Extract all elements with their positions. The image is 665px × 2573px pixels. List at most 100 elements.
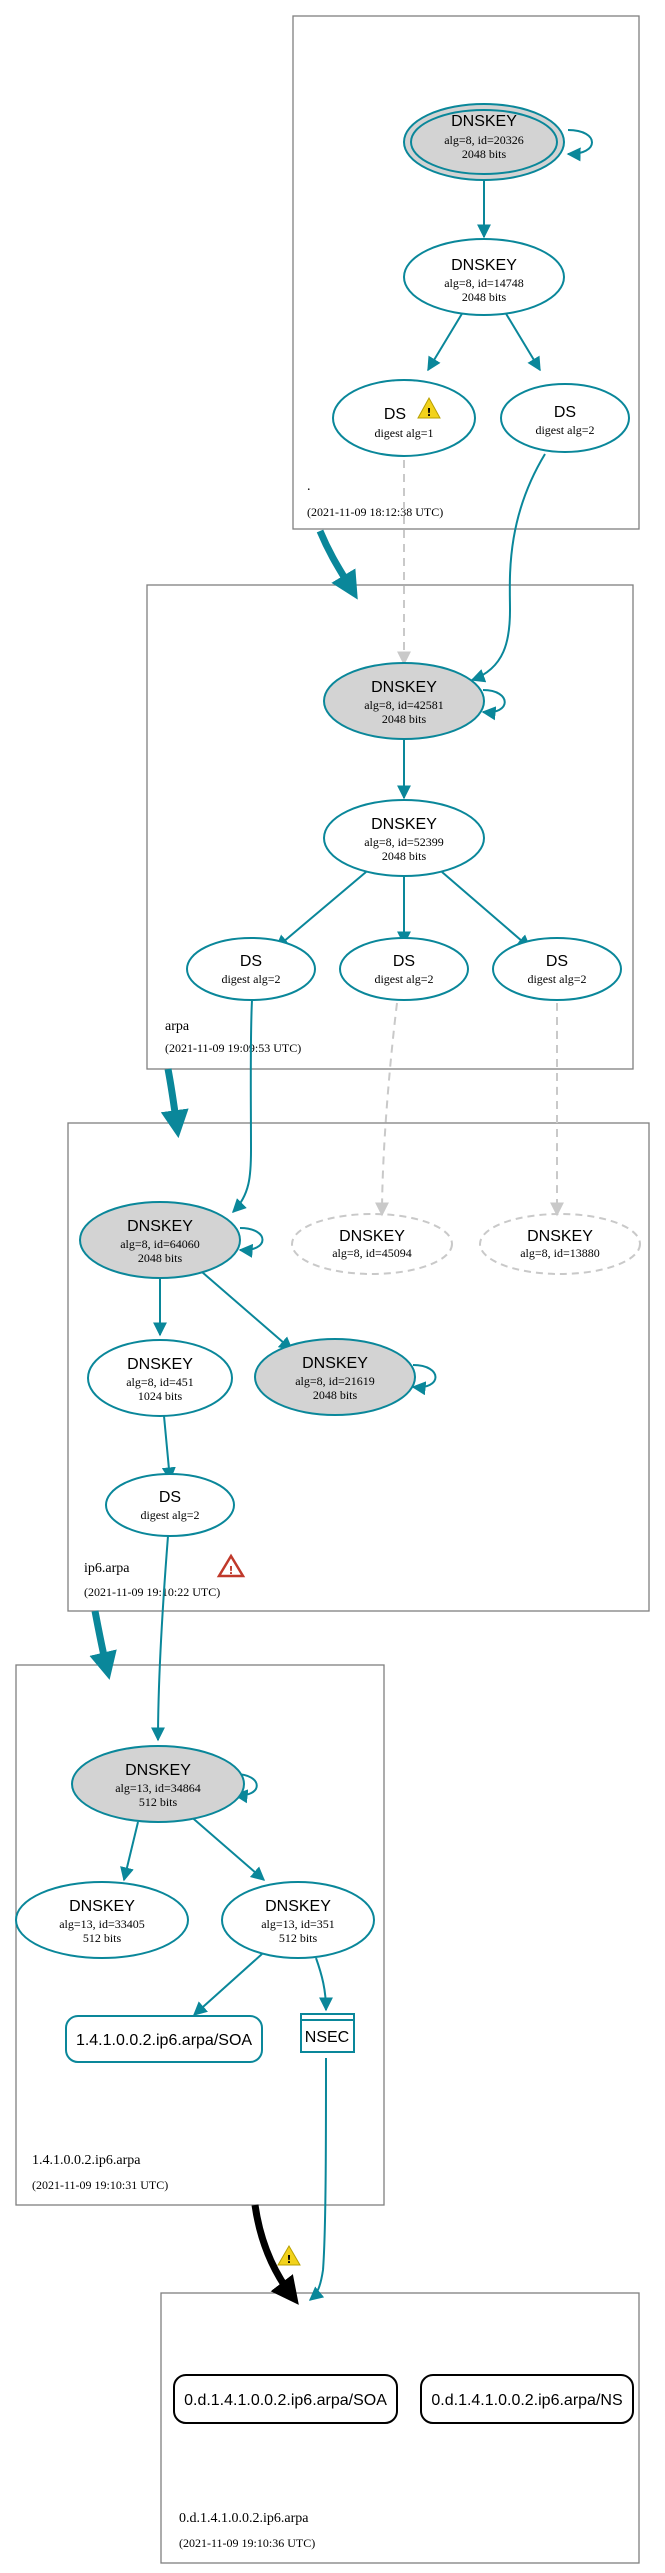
- node-ip6-ksk[interactable]: DNSKEY alg=8, id=64060 2048 bits: [79, 1201, 241, 1279]
- node-root-ds-2-alg: digest alg=2: [535, 423, 594, 437]
- node-root-ksk-bits: 2048 bits: [462, 147, 507, 161]
- edge-z4-nsec-z5: [308, 2057, 327, 2301]
- node-arpa-ds-1-alg: digest alg=2: [221, 972, 280, 986]
- node-root-zsk-bits: 2048 bits: [462, 290, 507, 304]
- zone-timestamp-0-d-1-4-1-0-0-2: (2021-11-09 19:10:36 UTC): [179, 2536, 315, 2550]
- node-ip6-ksk-2-alg: alg=8, id=21619: [295, 1374, 375, 1388]
- node-arpa-ds-2[interactable]: DS digest alg=2: [339, 937, 469, 1001]
- edge-z4-zsk-nsec: [315, 1957, 333, 2012]
- node-ip6-missing-key-2[interactable]: DNSKEY alg=8, id=13880: [479, 1213, 641, 1275]
- delegation-arrow-ip6-z4: [89, 1610, 117, 1680]
- svg-text:!: !: [228, 1564, 233, 1577]
- node-z5-ns[interactable]: 0.d.1.4.1.0.0.2.ip6.arpa/NS: [420, 2374, 634, 2424]
- edge-arpa-zsk-ds3: [441, 871, 532, 949]
- node-z5-ns-label: 0.d.1.4.1.0.0.2.ip6.arpa/NS: [431, 2392, 622, 2409]
- node-ip6-zsk[interactable]: DNSKEY alg=8, id=451 1024 bits: [87, 1339, 233, 1417]
- node-z4-ksk[interactable]: DNSKEY alg=13, id=34864 512 bits: [71, 1745, 245, 1823]
- node-arpa-ds-1-title: DS: [240, 953, 262, 970]
- node-arpa-ksk-title: DNSKEY: [371, 679, 437, 696]
- node-arpa-ds-3[interactable]: DS digest alg=2: [492, 937, 622, 1001]
- node-arpa-ksk-bits: 2048 bits: [382, 712, 427, 726]
- node-root-ds-2[interactable]: DS digest alg=2: [500, 383, 630, 453]
- node-z4-zsk-bits: 512 bits: [279, 1931, 318, 1945]
- node-ip6-missing-key-1-title: DNSKEY: [339, 1228, 405, 1245]
- zone-box-0-d-1-4-1-0-0-2: [160, 2292, 640, 2564]
- node-root-ds-1[interactable]: DS digest alg=1 !: [332, 379, 476, 457]
- zone-box-1-4-1-0-0-2: [15, 1664, 385, 2206]
- self-loop-ip6-ksk2: [411, 1364, 437, 1396]
- node-root-ds-1-title: DS: [384, 406, 406, 423]
- node-ip6-ksk-alg: alg=8, id=64060: [120, 1237, 200, 1251]
- node-ip6-zsk-bits: 1024 bits: [138, 1389, 183, 1403]
- self-loop-z4-ksk: [233, 1773, 258, 1804]
- node-ip6-missing-key-1[interactable]: DNSKEY alg=8, id=45094: [291, 1213, 453, 1275]
- edge-root-ds2-arpa-ksk: [470, 453, 546, 683]
- node-ip6-ksk-2[interactable]: DNSKEY alg=8, id=21619 2048 bits: [254, 1338, 416, 1416]
- node-z5-soa[interactable]: 0.d.1.4.1.0.0.2.ip6.arpa/SOA: [173, 2374, 398, 2424]
- edge-root-zsk-ds2: [504, 311, 541, 372]
- node-z4-zsk-alg: alg=13, id=351: [261, 1917, 335, 1931]
- zone-timestamp-root: (2021-11-09 18:12:38 UTC): [307, 505, 443, 519]
- zone-timestamp-1-4-1-0-0-2: (2021-11-09 19:10:31 UTC): [32, 2178, 168, 2192]
- zone-box-ip6-arpa: [67, 1122, 650, 1612]
- node-root-ksk-title: DNSKEY: [451, 113, 517, 130]
- edge-ip6-ksk-ksk2: [201, 1271, 294, 1351]
- node-ip6-zsk-alg: alg=8, id=451: [126, 1375, 194, 1389]
- svg-text:!: !: [426, 406, 431, 419]
- node-ip6-missing-key-2-title: DNSKEY: [527, 1228, 593, 1245]
- node-arpa-ds-2-title: DS: [393, 953, 415, 970]
- self-loop-root-ksk: [566, 129, 593, 162]
- node-z4-key-33405[interactable]: DNSKEY alg=13, id=33405 512 bits: [15, 1881, 189, 1959]
- node-z5-soa-label: 0.d.1.4.1.0.0.2.ip6.arpa/SOA: [184, 2392, 387, 2409]
- self-loop-arpa-ksk: [481, 689, 506, 721]
- node-ip6-missing-key-1-alg: alg=8, id=45094: [332, 1246, 412, 1260]
- delegation-arrow-root-arpa: [316, 529, 358, 600]
- delegation-arrow-z4-z5: [251, 2204, 299, 2305]
- node-root-ksk-alg: alg=8, id=20326: [444, 133, 524, 147]
- edge-z4-ksk-zsk: [187, 1813, 266, 1881]
- edge-z4-zsk-soa: [192, 1953, 263, 2016]
- node-arpa-ds-2-alg: digest alg=2: [374, 972, 433, 986]
- node-z4-nsec[interactable]: NSEC: [300, 2013, 355, 2053]
- edge-arpa-ds2-missing: [375, 1002, 398, 1217]
- edge-root-zsk-ds1: [427, 311, 464, 372]
- node-ip6-ksk-2-title: DNSKEY: [302, 1355, 368, 1372]
- node-arpa-zsk-title: DNSKEY: [371, 816, 437, 833]
- node-ip6-ds-alg: digest alg=2: [140, 1508, 199, 1522]
- node-z4-ksk-title: DNSKEY: [125, 1762, 191, 1779]
- node-arpa-ksk[interactable]: DNSKEY alg=8, id=42581 2048 bits: [323, 662, 485, 740]
- node-z4-zsk[interactable]: DNSKEY alg=13, id=351 512 bits: [221, 1881, 375, 1959]
- node-ip6-ksk-title: DNSKEY: [127, 1218, 193, 1235]
- node-ip6-ksk-bits: 2048 bits: [138, 1251, 183, 1265]
- node-root-zsk-alg: alg=8, id=14748: [444, 276, 524, 290]
- node-arpa-ds-3-alg: digest alg=2: [527, 972, 586, 986]
- node-z4-key-33405-title: DNSKEY: [69, 1898, 135, 1915]
- node-root-zsk[interactable]: DNSKEY alg=8, id=14748 2048 bits: [403, 238, 565, 316]
- node-root-zsk-title: DNSKEY: [451, 257, 517, 274]
- zone-label-0-d-1-4-1-0-0-2: 0.d.1.4.1.0.0.2.ip6.arpa: [179, 2511, 309, 2526]
- node-z4-ksk-alg: alg=13, id=34864: [115, 1781, 201, 1795]
- node-arpa-zsk[interactable]: DNSKEY alg=8, id=52399 2048 bits: [323, 799, 485, 877]
- node-root-ds-1-alg: digest alg=1: [374, 426, 433, 440]
- zone-label-ip6-arpa: ip6.arpa: [84, 1561, 130, 1576]
- node-z4-soa[interactable]: 1.4.1.0.0.2.ip6.arpa/SOA: [65, 2015, 263, 2063]
- zone-box-arpa: [146, 584, 634, 1070]
- edge-arpa-ds1-ip6-ksk: [232, 999, 253, 1213]
- svg-text:!: !: [286, 2253, 291, 2266]
- node-ip6-ksk-2-bits: 2048 bits: [313, 1388, 358, 1402]
- node-z4-nsec-label: NSEC: [305, 2029, 349, 2046]
- edge-arpa-zsk-ds1: [274, 871, 367, 949]
- edge-ip6-ds-z4-ksk: [151, 1535, 169, 1742]
- node-ip6-ds-title: DS: [159, 1489, 181, 1506]
- node-root-ksk[interactable]: DNSKEY alg=8, id=20326 2048 bits: [403, 103, 565, 181]
- node-arpa-ds-1[interactable]: DS digest alg=2: [186, 937, 316, 1001]
- node-ip6-ds[interactable]: DS digest alg=2: [105, 1473, 235, 1537]
- node-arpa-ksk-alg: alg=8, id=42581: [364, 698, 444, 712]
- zone-box-root: [292, 15, 640, 530]
- node-root-ds-2-title: DS: [554, 404, 576, 421]
- node-arpa-zsk-bits: 2048 bits: [382, 849, 427, 863]
- warning-icon: !: [277, 2245, 301, 2266]
- zone-timestamp-ip6-arpa: (2021-11-09 19:10:22 UTC): [84, 1585, 220, 1599]
- zone-label-arpa: arpa: [165, 1019, 190, 1034]
